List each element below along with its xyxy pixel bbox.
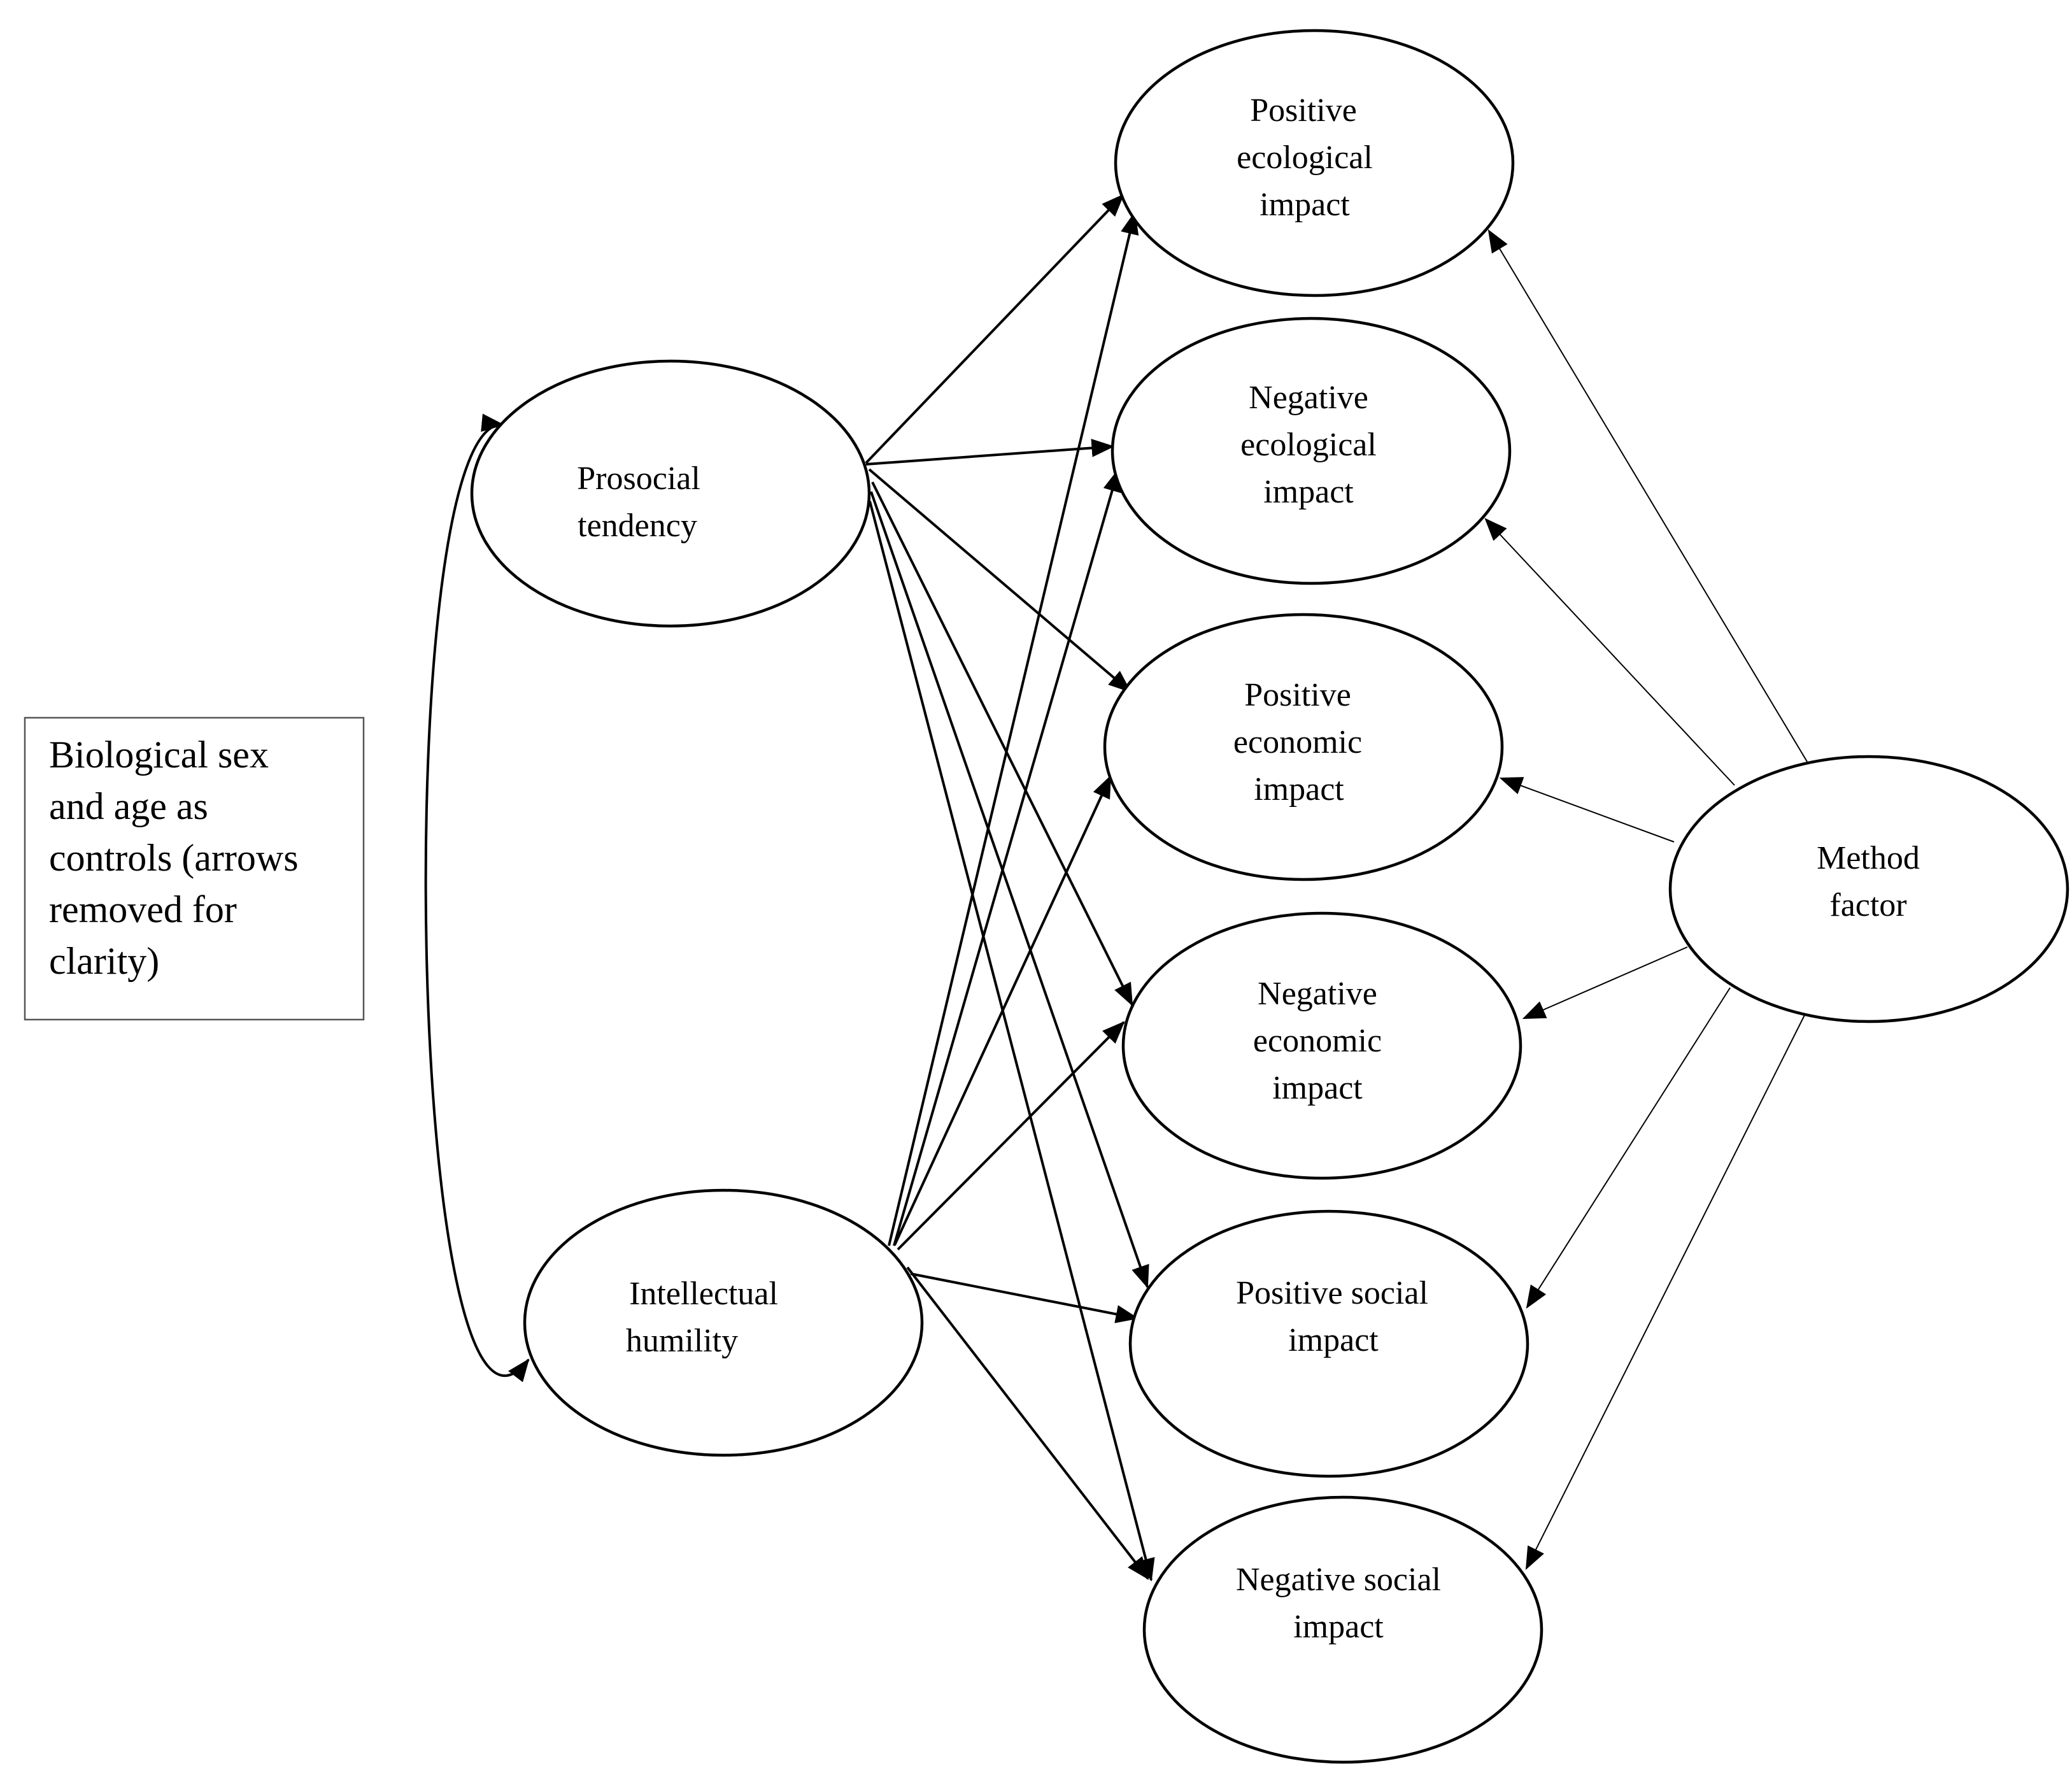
node-label-line: impact (1293, 1609, 1384, 1645)
edge-humility-to-pos-soc (910, 1272, 1139, 1323)
node-label-line: impact (1254, 771, 1344, 808)
node-prosocial-tendency: Prosocial tendency (470, 359, 871, 628)
edge-humility-to-neg-eco (893, 468, 1121, 1246)
node-label-line: Intellectual (629, 1276, 778, 1312)
node-label-line: impact (1263, 474, 1354, 510)
edges-layer (424, 194, 1808, 1582)
node-label-line: Positive (1244, 677, 1351, 713)
node-label-line: ecological (1240, 427, 1377, 463)
node-method-factor: Method factor (1668, 755, 2069, 1023)
edge-method-to-neg-soc (1525, 1015, 1805, 1570)
edge-humility-to-neg-soc (906, 1266, 1149, 1580)
edge-humility-to-neg-econ (897, 1021, 1125, 1251)
edge-prosocial-to-neg-eco (865, 439, 1115, 466)
node-label-line: humility (626, 1323, 738, 1359)
node-positive-economic-impact: Positive economic impact (1103, 613, 1504, 881)
node-positive-ecological-impact: Positive ecological impact (1114, 29, 1515, 297)
edge-prosocial-to-pos-econ (868, 468, 1132, 693)
edge-humility-to-pos-econ (893, 774, 1112, 1246)
edge-prosocial-to-neg-soc (869, 501, 1155, 1582)
node-label-line: impact (1260, 187, 1350, 223)
edge-method-to-pos-eco (1487, 229, 1808, 762)
controls-note-line-4: removed for (49, 888, 237, 930)
controls-note: Biological sex and age as controls (arro… (24, 716, 365, 1021)
node-label-line: Prosocial (577, 460, 700, 497)
edge-prosocial-to-pos-eco (865, 194, 1125, 464)
controls-note-line-5: clarity) (49, 940, 159, 982)
node-label-line: economic (1253, 1023, 1382, 1059)
node-label-line: tendency (578, 508, 697, 544)
edge-humility-to-pos-eco (888, 211, 1139, 1246)
node-label-line: Negative (1249, 380, 1368, 416)
node-label-line: factor (1829, 887, 1906, 923)
controls-note-line-1: Biological sex (49, 734, 269, 776)
node-label-line: Method (1817, 840, 1920, 876)
edge-prosocial-to-pos-soc (870, 491, 1149, 1289)
controls-note-line-2: and age as (49, 785, 208, 827)
node-label-line: Positive social (1236, 1275, 1428, 1311)
node-positive-social-impact: Positive social impact (1128, 1209, 1529, 1478)
edge-method-to-pos-econ (1499, 777, 1675, 843)
edge-method-to-pos-soc (1526, 987, 1731, 1309)
node-label-line: impact (1288, 1322, 1379, 1358)
edge-method-to-neg-econ (1522, 946, 1688, 1019)
node-label-line: Positive (1250, 92, 1357, 129)
node-negative-economic-impact: Negative economic impact (1121, 911, 1522, 1180)
edge-method-to-neg-eco (1484, 518, 1735, 786)
node-negative-ecological-impact: Negative ecological impact (1111, 317, 1512, 585)
node-label-line: Negative social (1236, 1562, 1441, 1598)
node-label-line: ecological (1237, 139, 1373, 176)
node-label-line: impact (1272, 1070, 1363, 1106)
controls-note-line-3: controls (arrows (49, 837, 299, 879)
edge-prosocial-to-neg-econ (871, 481, 1133, 1007)
node-intellectual-humility: Intellectual humility (523, 1188, 924, 1457)
node-label-line: Negative (1258, 976, 1377, 1012)
node-label-line: economic (1233, 724, 1362, 760)
correlation-prosocial-humility (424, 413, 530, 1383)
node-negative-social-impact: Negative social impact (1142, 1495, 1543, 1764)
